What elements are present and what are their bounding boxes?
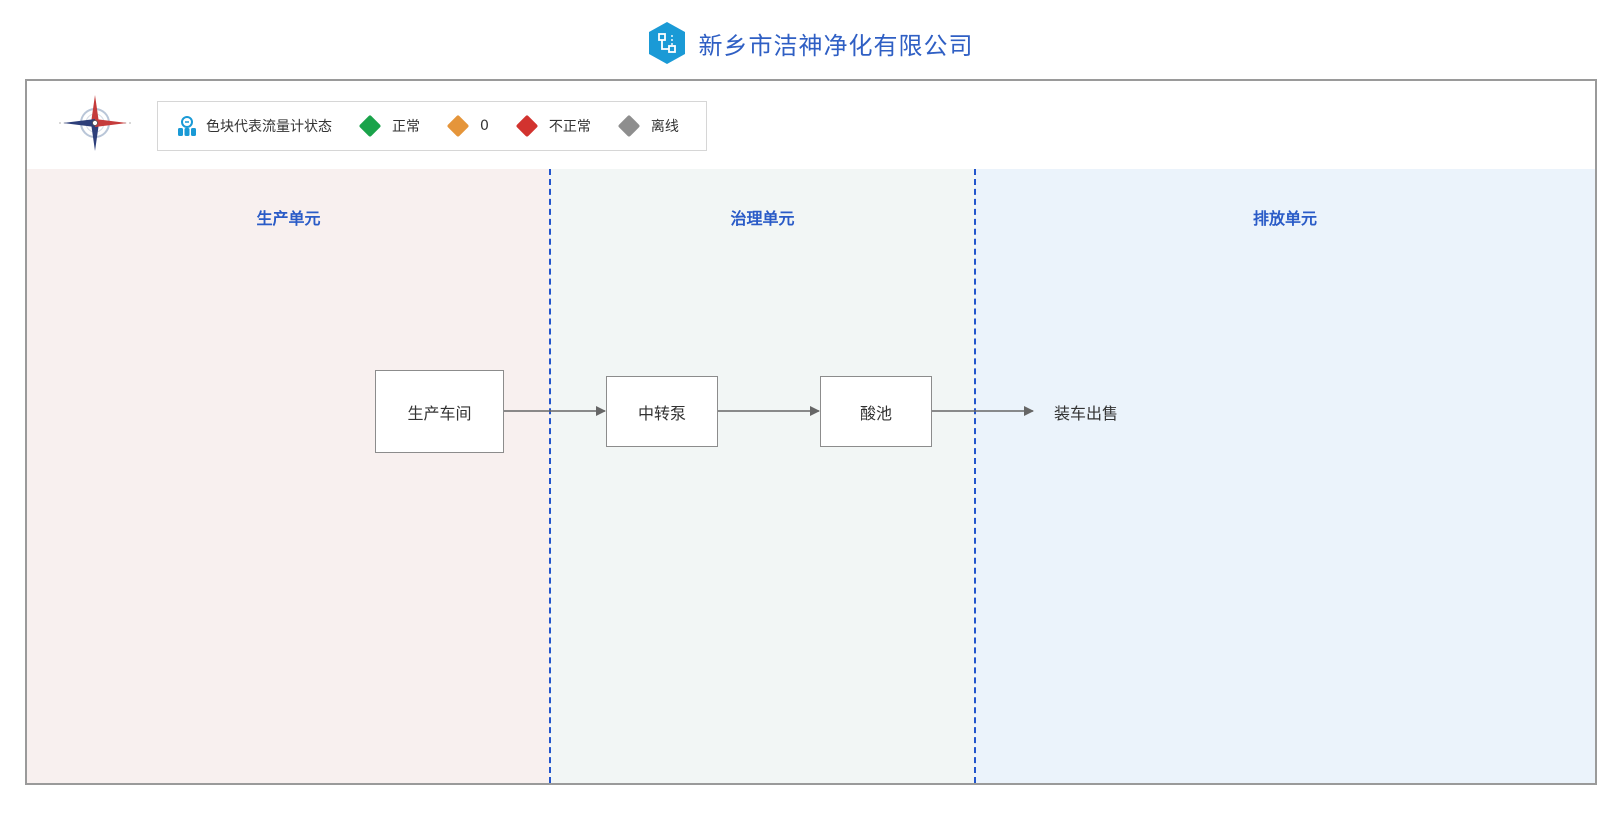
status-diamond-icon <box>515 114 539 138</box>
lane-label: 治理单元 <box>730 209 795 228</box>
legend-title-text: 色块代表流量计状态 <box>206 119 332 135</box>
legend-label: 正常 <box>392 119 420 135</box>
compass-icon <box>59 95 131 151</box>
lane-production: 生产单元 <box>27 169 550 783</box>
node-transfer-pump[interactable]: 中转泵 <box>606 376 718 447</box>
legend-panel: 色块代表流量计状态 正常 0 不正常 离线 <box>157 101 707 151</box>
flow-arrows <box>504 406 1034 416</box>
page-title: 新乡市洁神净化有限公司 <box>698 31 974 60</box>
lane-divider <box>974 169 976 783</box>
legend-item-zero: 0 <box>446 114 489 138</box>
node-label: 生产车间 <box>407 403 472 423</box>
node-workshop[interactable]: 生产车间 <box>375 370 504 453</box>
legend-item-abnormal: 不正常 <box>515 114 591 138</box>
lane-treatment: 治理单元 <box>550 169 975 783</box>
status-diamond-icon <box>358 114 382 138</box>
lane-discharge: 排放单元 <box>975 169 1595 783</box>
flowmeter-icon <box>178 116 196 136</box>
status-diamond-icon <box>446 114 470 138</box>
flow-hexagon-icon <box>648 22 685 64</box>
lane-divider <box>549 169 551 783</box>
page-header: 新乡市洁神净化有限公司 <box>0 18 1620 68</box>
legend-label: 离线 <box>650 119 679 135</box>
node-acid-tank[interactable]: 酸池 <box>820 376 932 447</box>
node-label: 中转泵 <box>637 403 686 423</box>
node-label: 装车出售 <box>1054 404 1119 423</box>
node-label: 酸池 <box>859 403 892 423</box>
legend-item-offline: 离线 <box>617 114 679 138</box>
lane-label: 生产单元 <box>256 209 321 228</box>
legend-label: 不正常 <box>548 119 591 135</box>
lane-label: 排放单元 <box>1252 209 1317 228</box>
legend-title: 色块代表流量计状态 <box>176 115 332 137</box>
legend-item-normal: 正常 <box>358 114 420 138</box>
legend-label: 0 <box>480 118 489 134</box>
status-diamond-icon <box>617 114 641 138</box>
diagram-frame: 色块代表流量计状态 正常 0 不正常 离线 生产单元 治理单元 排放单元 <box>25 79 1597 785</box>
node-loading-sale[interactable]: 装车出售 <box>1054 400 1118 424</box>
swimlanes: 生产单元 治理单元 排放单元 生产车间 中转泵 酸池 <box>27 169 1595 783</box>
